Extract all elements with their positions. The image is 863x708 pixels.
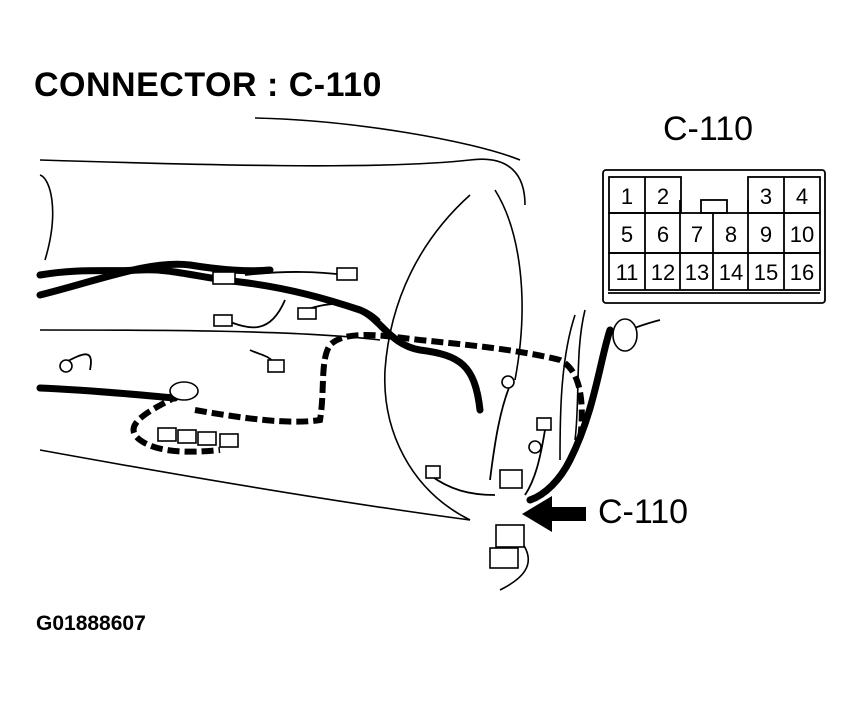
connector-face: [602, 169, 826, 304]
pin-2: 2: [657, 184, 669, 209]
pin-8: 8: [725, 222, 737, 247]
pin-13: 13: [685, 260, 709, 285]
pin-4: 4: [796, 184, 808, 209]
pin-10: 10: [790, 222, 814, 247]
pin-11: 11: [616, 260, 639, 285]
pin-7: 7: [691, 222, 703, 247]
pin-numbers: 1 2 3 4 5 6 7 8 9 10 11 12 13 14 15 16: [616, 184, 815, 285]
pin-15: 15: [754, 260, 778, 285]
pin-3: 3: [760, 184, 772, 209]
main-harness: [36, 260, 614, 504]
pin-16: 16: [790, 260, 814, 285]
inline-connectors: [59, 267, 638, 569]
pin-1: 1: [621, 184, 633, 209]
pin-14: 14: [719, 260, 743, 285]
pin-5: 5: [621, 222, 633, 247]
pin-12: 12: [651, 260, 675, 285]
pin-6: 6: [657, 222, 669, 247]
diagram-title: CONNECTOR : C-110: [34, 66, 382, 104]
figure-code: G01888607: [36, 612, 146, 635]
callout-label: C-110: [598, 493, 689, 531]
dashed-harness: [130, 332, 585, 455]
dashboard-outline: [39, 117, 586, 591]
connector-face-label: C-110: [663, 110, 754, 148]
pin-9: 9: [760, 222, 772, 247]
callout-arrow: [522, 496, 586, 532]
